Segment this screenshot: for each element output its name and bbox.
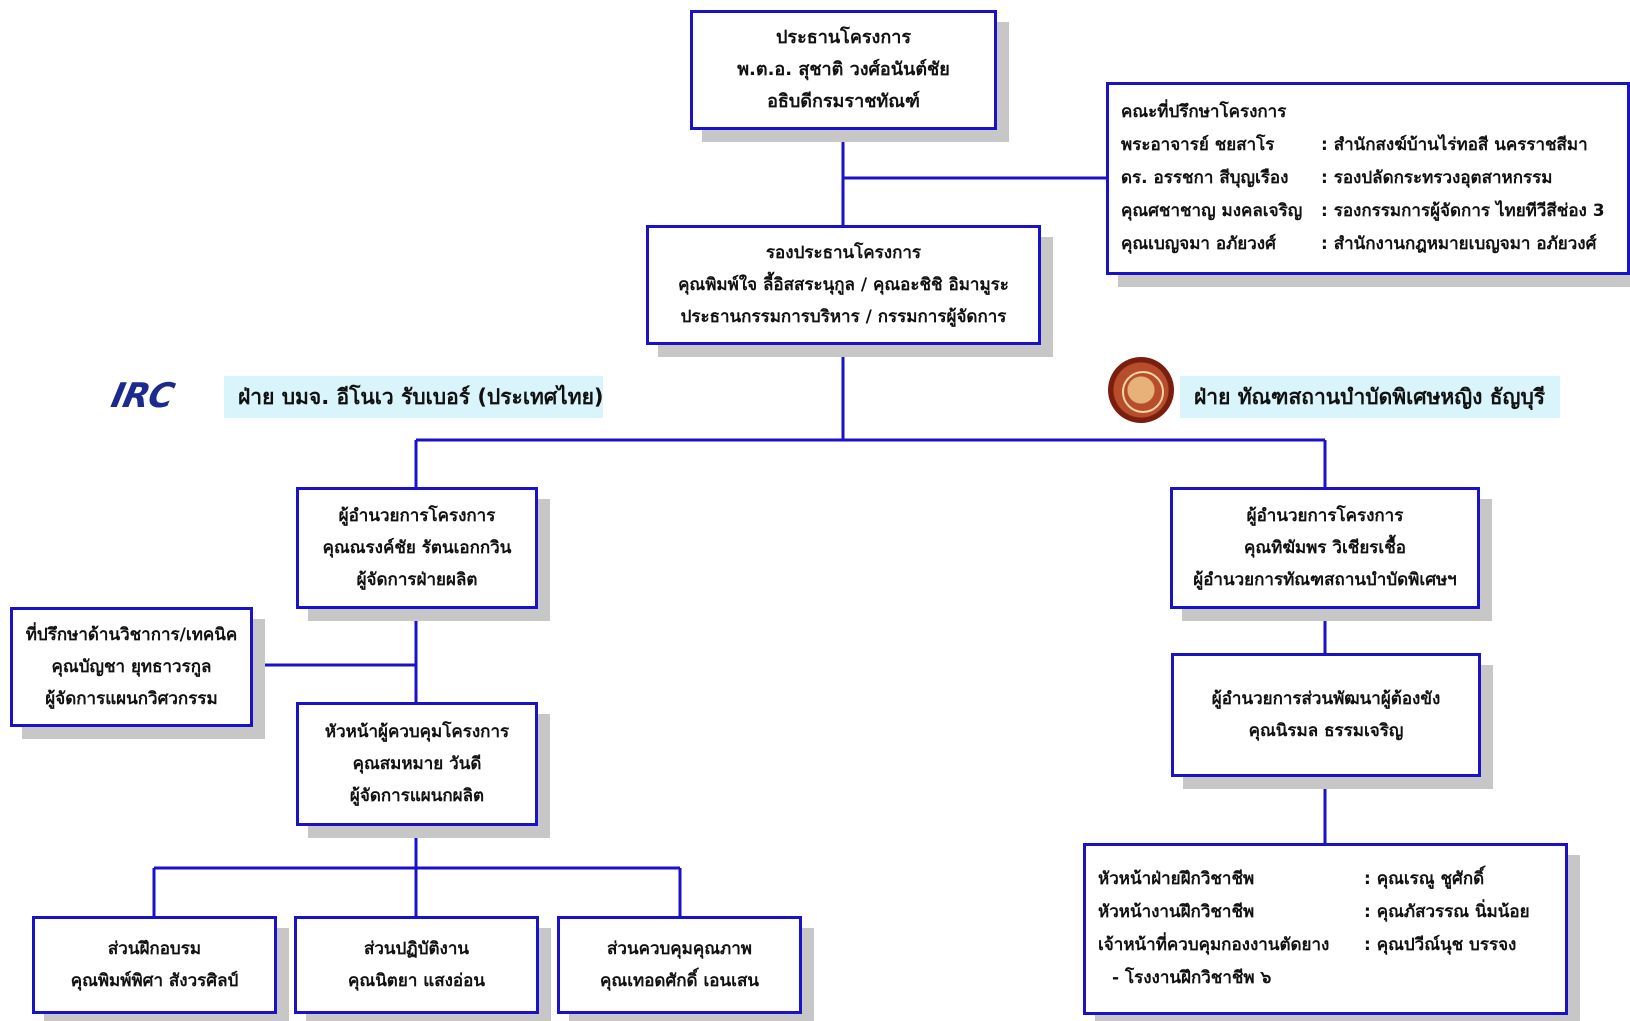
training-unit-box: ส่วนฝึกอบรม คุณพิมพ์พิศา สังวรศิลป์ [32, 916, 277, 1014]
unit-name: คุณนิตยา แสงอ่อน [348, 971, 485, 991]
tech-advisor-title: ที่ปรึกษาด้านวิชาการ/เทคนิค [25, 625, 238, 645]
vice-chair-positions: ประธานกรรมการบริหาร / กรรมการผู้จัดการ [680, 307, 1007, 327]
chairman-name: พ.ต.อ. สุชาติ วงศ์อนันต์ชัย [737, 59, 950, 80]
unit-name: คุณพิมพ์พิศา สังวรศิลป์ [70, 971, 239, 991]
vocational-row: หัวหน้างานฝึกวิชาชีพ : คุณภัสวรรณ นิ่มน้… [1098, 902, 1530, 922]
left-director-box: ผู้อำนวยการโครงการ คุณณรงค์ชัย รัตนเอกกว… [296, 487, 538, 609]
corrections-seal-logo [1108, 357, 1174, 423]
operations-unit-box: ส่วนปฏิบัติงาน คุณนิตยา แสงอ่อน [294, 916, 539, 1014]
advisory-member: พระอาจารย์ ชยสาโร : สำนักสงฆ์บ้านไร่ทอสี… [1121, 135, 1588, 155]
right-director-title: ผู้อำนวยการโครงการ [1246, 506, 1404, 526]
unit-title: ส่วนฝึกอบรม [107, 939, 202, 959]
advisory-box: คณะที่ปรึกษาโครงการ พระอาจารย์ ชยสาโร : … [1106, 82, 1630, 275]
supervisor-name: คุณสมหมาย วันดี [352, 754, 482, 774]
unit-title: ส่วนปฏิบัติงาน [363, 939, 470, 959]
vocational-row: เจ้าหน้าที่ควบคุมกองงานตัดยาง : คุณปวีณ์… [1098, 935, 1517, 955]
supervisor-box: หัวหน้าผู้ควบคุมโครงการ คุณสมหมาย วันดี … [296, 702, 538, 826]
tech-advisor-box: ที่ปรึกษาด้านวิชาการ/เทคนิค คุณบัญชา ยุท… [10, 607, 253, 727]
left-director-name: คุณณรงค์ชัย รัตนเอกกวิน [322, 538, 512, 558]
dev-director-box: ผู้อำนวยการส่วนพัฒนาผู้ต้องขัง คุณนิรมล … [1171, 653, 1481, 777]
chairman-title: ประธานโครงการ [776, 27, 911, 48]
right-director-name: คุณทิฆัมพร วิเชียรเชื้อ [1244, 538, 1406, 558]
vocational-row: หัวหน้าฝ่ายฝึกวิชาชีพ : คุณเรณู ชูศักดิ์ [1098, 869, 1485, 889]
left-director-title: ผู้อำนวยการโครงการ [338, 506, 496, 526]
right-director-position: ผู้อำนวยการทัณฑสถานบำบัดพิเศษฯ [1193, 570, 1457, 590]
vice-chair-box: รองประธานโครงการ คุณพิมพ์ใจ ลี้อิสสระนุก… [646, 225, 1041, 345]
advisory-member: ดร. อรรชกา สีบุญเรือง : รองปลัดกระทรวงอุ… [1121, 168, 1553, 188]
chairman-box: ประธานโครงการ พ.ต.อ. สุชาติ วงศ์อนันต์ชั… [690, 10, 997, 130]
right-director-box: ผู้อำนวยการโครงการ คุณทิฆัมพร วิเชียรเชื… [1170, 487, 1480, 609]
vocational-sub: - โรงงานฝึกวิชาชีพ ๖ [1112, 968, 1272, 988]
right-division-label: ฝ่าย ทัณฑสถานบำบัดพิเศษหญิง ธัญบุรี [1180, 376, 1560, 418]
quality-unit-box: ส่วนควบคุมคุณภาพ คุณเทอดศักดิ์ เอนเสน [557, 916, 802, 1014]
vocational-box: หัวหน้าฝ่ายฝึกวิชาชีพ : คุณเรณู ชูศักดิ์… [1083, 843, 1568, 1015]
tech-advisor-position: ผู้จัดการแผนกวิศวกรรม [45, 689, 218, 709]
supervisor-position: ผู้จัดการแผนกผลิต [349, 786, 485, 806]
vice-chair-names: คุณพิมพ์ใจ ลี้อิสสระนุกูล / คุณอะชิชิ อิ… [678, 275, 1009, 295]
advisory-title: คณะที่ปรึกษาโครงการ [1121, 102, 1287, 122]
unit-title: ส่วนควบคุมคุณภาพ [607, 939, 752, 959]
dev-director-name: คุณนิรมล ธรรมเจริญ [1248, 721, 1404, 741]
chairman-position: อธิบดีกรมราชทัณฑ์ [767, 91, 920, 112]
left-division-label: ฝ่าย บมจ. อีโนเว รับเบอร์ (ประเทศไทย) [224, 376, 603, 418]
vice-chair-title: รองประธานโครงการ [765, 243, 922, 263]
dev-director-title: ผู้อำนวยการส่วนพัฒนาผู้ต้องขัง [1211, 689, 1441, 709]
left-director-position: ผู้จัดการฝ่ายผลิต [356, 570, 478, 590]
unit-name: คุณเทอดศักดิ์ เอนเสน [600, 971, 759, 991]
advisory-member: คุณเบญจมา อภัยวงศ์ : สำนักงานกฎหมายเบญจม… [1121, 234, 1597, 254]
irc-logo: IRC [107, 376, 178, 416]
tech-advisor-name: คุณบัญชา ยุทธาวรกูล [51, 657, 212, 677]
supervisor-title: หัวหน้าผู้ควบคุมโครงการ [324, 722, 510, 742]
advisory-member: คุณศชาชาญ มงคลเจริญ : รองกรรมการผู้จัดกา… [1121, 201, 1605, 221]
